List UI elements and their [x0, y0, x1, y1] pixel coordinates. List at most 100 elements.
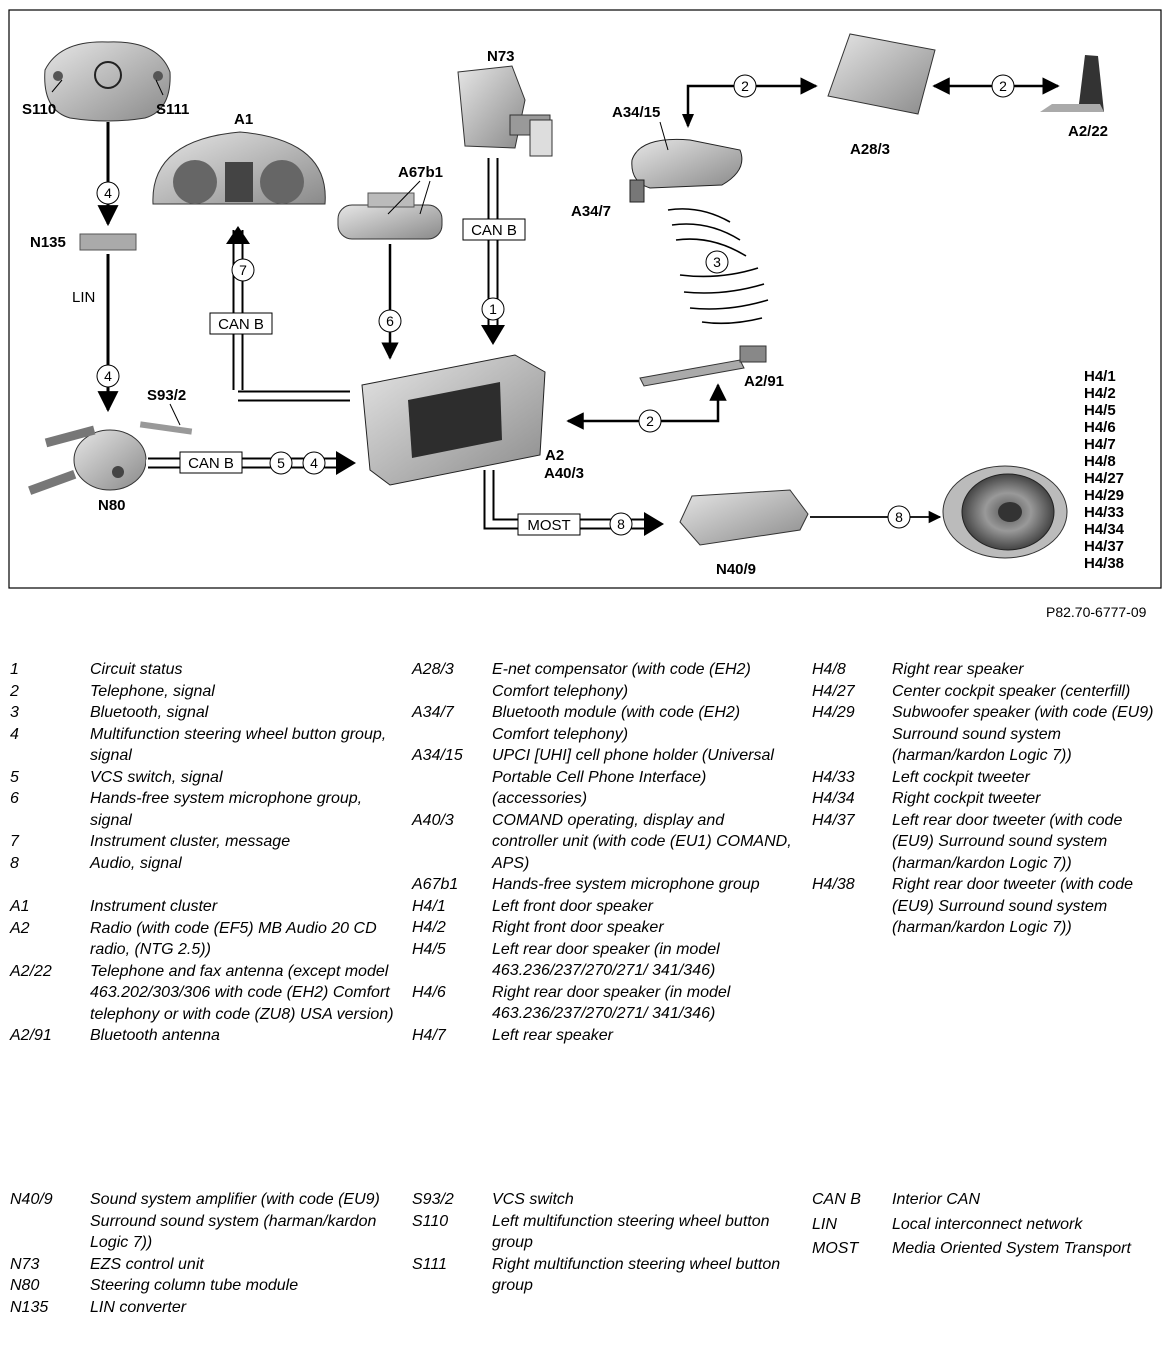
speaker-code: H4/2 — [1084, 385, 1116, 402]
legend-code: S93/2 — [412, 1191, 454, 1208]
legend-item: S110 Left multifunction steering wheel bu… — [412, 1211, 792, 1254]
legend-code: H4/5 — [412, 940, 446, 958]
legend-description: Left rear door speaker (in model 463.236… — [492, 940, 720, 980]
signal-number: 4 — [104, 368, 112, 384]
legend-description: Media Oriented System Transport — [892, 1240, 1131, 1257]
signal-circle-2 — [991, 74, 1015, 98]
signal-circle-1 — [481, 297, 505, 321]
legend-item: 5 VCS switch, signal — [10, 767, 395, 789]
legend-code: H4/6 — [412, 983, 446, 1001]
bus-label-can-b: CAN B — [471, 222, 517, 239]
legend-description: Right multifunction steering wheel butto… — [492, 1255, 781, 1295]
legend-code: N40/9 — [10, 1191, 53, 1208]
arrowhead-right — [644, 512, 664, 536]
signal-number: 6 — [386, 313, 394, 329]
label-n40-9: N40/9 — [716, 561, 756, 578]
arrowhead-up — [226, 226, 250, 244]
legend-description: Left multifunction steering wheel button… — [492, 1212, 770, 1252]
legend-item: 6 Hands-free system microphone group, sig… — [10, 788, 395, 831]
legend-item: S93/2 VCS switch — [412, 1189, 792, 1211]
legend-description: Radio (with code (EF5) MB Audio 20 CD ra… — [90, 919, 377, 959]
legend-description: Right rear speaker — [892, 661, 1024, 678]
steering-wheel-buttons-illustration — [44, 41, 171, 122]
speaker-code: H4/29 — [1084, 487, 1124, 504]
legend-description: Circuit status — [90, 661, 183, 678]
signal-number: 4 — [104, 185, 112, 201]
legend-code: 6 — [10, 790, 19, 807]
signal-number: 8 — [895, 509, 903, 525]
legend-item: H4/5 Left rear door speaker (in model 463… — [412, 939, 792, 982]
arrowhead-right — [336, 451, 356, 475]
label-s111: S111 — [156, 101, 189, 118]
legend-description: E-net compensator (with code (EH2) Comfo… — [492, 661, 751, 700]
a67b1-leader — [387, 180, 421, 215]
bus-box-most — [517, 513, 581, 536]
label-n135: N135 — [30, 234, 66, 251]
speaker-code: H4/38 — [1084, 555, 1124, 572]
speaker-illustration — [942, 465, 1068, 559]
legend-code: 5 — [10, 768, 19, 786]
legend-code: A67b1 — [412, 876, 459, 893]
speaker-code: H4/7 — [1084, 436, 1116, 453]
amplifier-illustration — [679, 489, 809, 546]
speaker-code: H4/5 — [1084, 402, 1116, 419]
speaker-code-list: H4/1 H4/2 H4/5 H4/6 H4/7 H4/8 H4/27 H4/2… — [1084, 368, 1125, 572]
enet-compensator-illustration — [827, 33, 936, 115]
microphone-illustration — [337, 192, 443, 240]
legend-description: Audio, signal — [90, 854, 182, 872]
bluetooth-waves — [667, 208, 769, 325]
legend-description: UPCI [UHI] cell phone holder (Universal … — [492, 747, 774, 807]
signal-circle-6 — [378, 309, 402, 333]
legend-description: Left rear speaker — [492, 1026, 613, 1044]
legend-code: S111 — [412, 1255, 447, 1273]
speaker-code: H4/8 — [1084, 453, 1116, 470]
legend-description: VCS switch, signal — [90, 768, 223, 786]
legend-description: Right cockpit tweeter — [892, 790, 1041, 807]
legend-description: Multifunction steering wheel button grou… — [90, 725, 387, 765]
legend-code: S110 — [412, 1212, 449, 1230]
legend-description: Right rear door tweeter (with code (EU9)… — [892, 876, 1133, 936]
label-s110: S110 — [22, 101, 56, 118]
bus-label-can-b: CAN B — [218, 316, 264, 333]
legend-description: Hands-free system microphone group, sign… — [90, 790, 363, 829]
signal-number: 1 — [489, 301, 497, 317]
bus-label-can-b: CAN B — [188, 455, 234, 472]
lin-converter-illustration — [79, 233, 137, 251]
speaker-code: H4/34 — [1084, 521, 1125, 538]
legend-code: A34/15 — [412, 747, 463, 764]
legend-code: 7 — [10, 833, 19, 850]
legend-description: Steering column tube module — [90, 1277, 299, 1294]
legend-description: VCS switch — [492, 1191, 574, 1208]
phone-holder-illustration — [629, 138, 743, 203]
a34-15-leader — [659, 121, 669, 151]
label-a28-3: A28/3 — [850, 141, 890, 158]
legend-description: Left rear door tweeter (with code (EU9) … — [892, 811, 1123, 872]
legend-description: Instrument cluster, message — [90, 833, 291, 850]
legend-description: Local interconnect network — [892, 1215, 1083, 1233]
bus-box-can-b — [209, 312, 273, 335]
steering-column-module-illustration — [28, 421, 193, 495]
legend-description: Center cockpit speaker (centerfill) — [892, 682, 1131, 700]
signal-circle-4 — [96, 364, 120, 388]
signal-circle-2 — [638, 409, 662, 433]
legend-item: S111 Right multifunction steering wheel b… — [412, 1254, 792, 1297]
label-lin: LIN — [72, 289, 95, 306]
signal-circle-4 — [96, 181, 120, 205]
legend-description: Instrument cluster — [90, 898, 218, 915]
legend-code: H4/29 — [812, 704, 855, 721]
